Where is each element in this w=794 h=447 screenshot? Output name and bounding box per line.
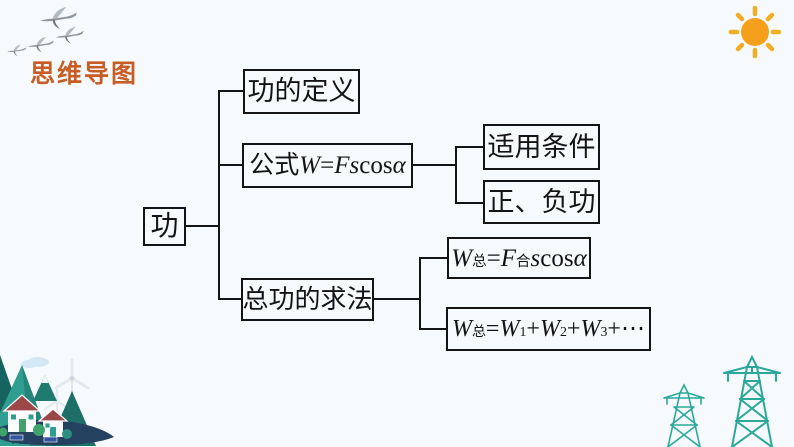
connector-root-to-trunk: [186, 225, 219, 227]
sun-icon: [728, 5, 782, 59]
node-applicable-conditions: 适用条件: [483, 124, 600, 170]
connector-total-vertical: [419, 257, 421, 330]
connector-trunk: [218, 90, 220, 300]
connector-formula-vertical: [455, 146, 457, 204]
connector-to-total-f1: [419, 257, 448, 259]
transmission-towers-illustration: [663, 354, 781, 447]
page-title: 思维导图: [30, 61, 139, 88]
node-work-definition: 功的定义: [243, 69, 360, 114]
eco-village-illustration: [0, 355, 114, 446]
connector-total-branch: [373, 298, 421, 300]
connector-to-definition: [218, 90, 244, 92]
connector-to-formula: [218, 164, 243, 166]
connector-formula-branch: [412, 164, 457, 166]
connector-to-posneg: [455, 202, 483, 204]
connector-to-total: [218, 298, 242, 300]
node-total-work-method: 总功的求法: [241, 278, 374, 321]
node-work-root: 功: [143, 207, 186, 246]
connector-to-conditions: [455, 146, 483, 148]
connector-to-total-f2: [419, 328, 447, 330]
node-positive-negative-work: 正、负功: [483, 180, 600, 224]
